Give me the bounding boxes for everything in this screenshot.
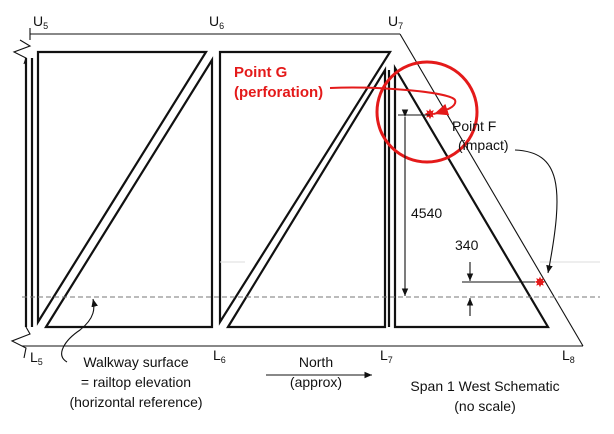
node-label-l8: L8 <box>562 347 575 365</box>
caption-title: Span 1 West Schematic <box>410 378 559 394</box>
break-symbol-bottom <box>10 326 31 359</box>
node-label-l6: L6 <box>213 347 226 365</box>
panel-1-lower <box>44 56 214 329</box>
point-g-highlight-circle <box>375 60 479 164</box>
node-label-u7: U7 <box>388 13 403 31</box>
point-f-title: Point F <box>452 118 496 134</box>
walkway-label-line3: (horizontal reference) <box>69 394 202 410</box>
end-post <box>399 33 584 347</box>
dimension-340-label: 340 <box>455 237 479 253</box>
panel-2-triangle <box>218 50 392 326</box>
walkway-leader <box>61 298 98 363</box>
panel-3-triangle <box>393 63 550 329</box>
break-symbol-top <box>12 39 32 65</box>
walkway-label-line2: = railtop elevation <box>81 374 191 390</box>
caption-subtitle: (no scale) <box>454 398 515 414</box>
point-g-marker-icon: ✸ <box>424 106 436 122</box>
panel-1-triangle <box>36 50 208 326</box>
panel-2-lower <box>226 66 387 329</box>
point-f-subtitle: (impact) <box>458 137 509 153</box>
point-f-marker-icon: ✸ <box>534 274 546 290</box>
node-label-u5: U5 <box>33 13 48 31</box>
node-label-u6: U6 <box>209 13 224 31</box>
point-g-title: Point G <box>234 64 287 81</box>
north-label: North <box>299 354 333 370</box>
truss-members <box>24 50 600 329</box>
node-label-l5: L5 <box>30 349 43 367</box>
point-f-leader <box>514 149 558 274</box>
node-label-l7: L7 <box>380 347 393 365</box>
walkway-label-line1: Walkway surface <box>83 354 189 370</box>
point-g-leader <box>329 86 457 116</box>
north-approx-label: (approx) <box>290 374 342 390</box>
truss-frame <box>10 28 584 359</box>
dimension-4540-label: 4540 <box>411 205 442 221</box>
point-g-subtitle: (perforation) <box>234 84 323 101</box>
